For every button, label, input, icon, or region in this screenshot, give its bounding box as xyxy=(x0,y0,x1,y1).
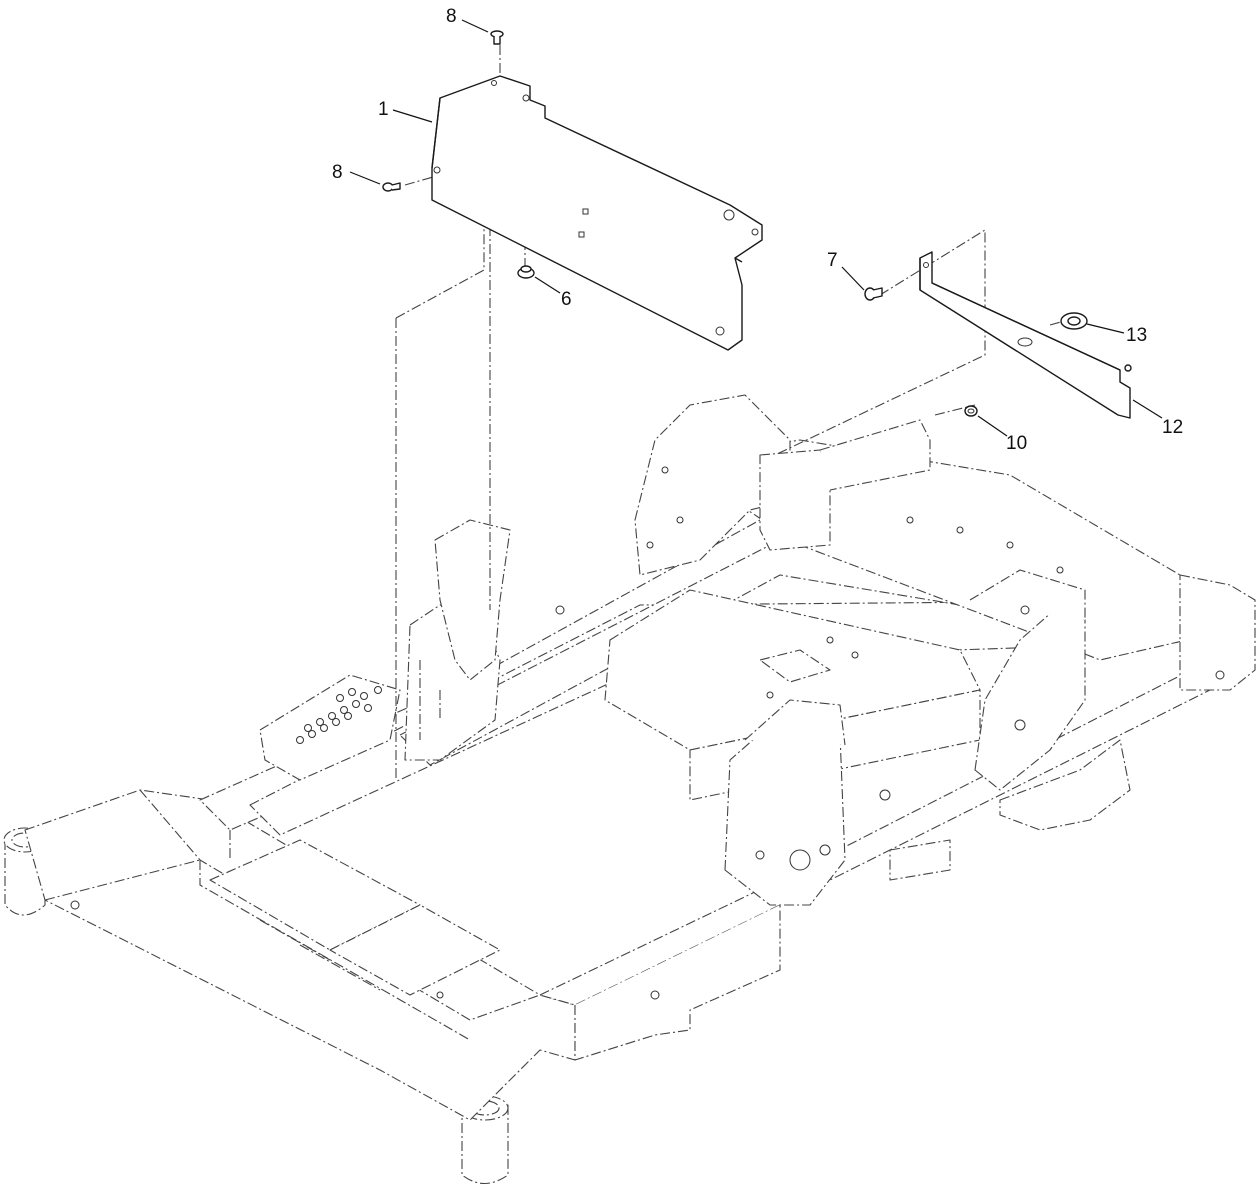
hardware xyxy=(382,30,1088,417)
callouts: 8 1 8 6 7 13 12 10 xyxy=(332,6,1183,454)
callout-10: 10 xyxy=(1006,433,1027,454)
callout-8-top: 8 xyxy=(446,6,457,27)
foot-plate-holes xyxy=(296,686,382,744)
callout-1: 1 xyxy=(378,99,389,120)
bushing-icon xyxy=(1060,312,1088,330)
bracket-part-12 xyxy=(919,251,1132,419)
cover-panel-part-1 xyxy=(431,75,763,351)
callout-12: 12 xyxy=(1162,417,1183,438)
screw-icon xyxy=(490,30,504,45)
callout-13: 13 xyxy=(1126,325,1147,346)
callout-6: 6 xyxy=(561,289,572,310)
pin-icon xyxy=(864,287,883,301)
callout-8-side: 8 xyxy=(332,162,343,183)
screw-icon xyxy=(382,182,401,192)
grommet-icon xyxy=(517,265,535,279)
nut-icon xyxy=(964,405,978,417)
callout-7: 7 xyxy=(827,250,838,271)
frame-phantom xyxy=(3,394,1256,1185)
